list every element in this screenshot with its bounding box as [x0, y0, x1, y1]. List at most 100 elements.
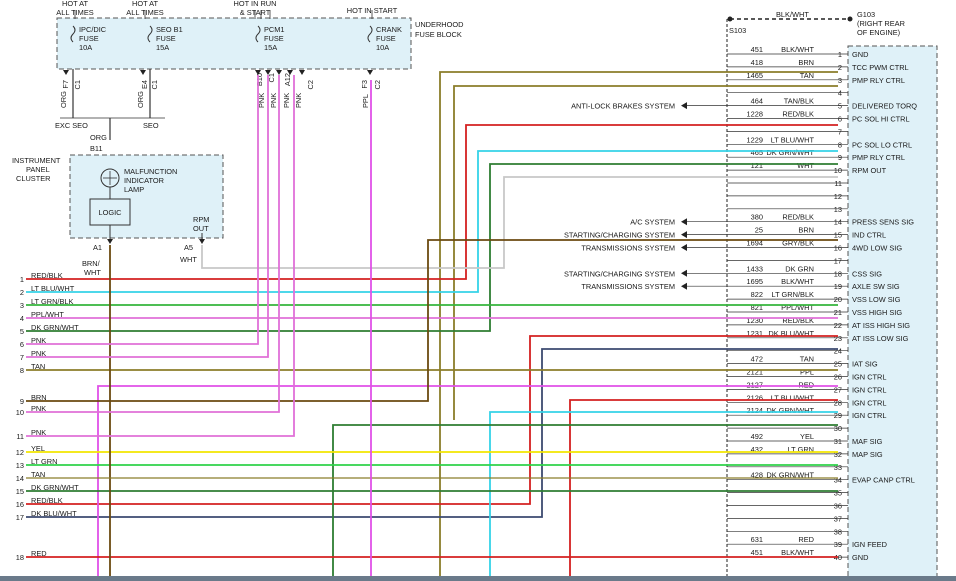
- circuit-number: 1230: [747, 316, 763, 325]
- pcm-pin-number: 25: [834, 360, 842, 369]
- wire-color-label: LT GRN/BLK: [772, 290, 815, 299]
- pin-label: B10: [255, 73, 264, 86]
- wire-color-label: RED/BLK: [31, 271, 63, 280]
- pin-label: C1: [150, 80, 159, 89]
- pcm-pin-name: PMP RLY CTRL: [852, 76, 905, 85]
- pcm-pin-name: IGN CTRL: [852, 385, 887, 394]
- circuit-number: 1228: [747, 110, 763, 119]
- pcm-pin-number: 11: [834, 179, 842, 188]
- pcm-pin-name: VSS HIGH SIG: [852, 308, 902, 317]
- left-pin-number: 1: [20, 275, 24, 284]
- left-pin-number: 12: [16, 448, 24, 457]
- wire-color-label: DK BLU/WHT: [768, 329, 814, 338]
- system-ref-label: TRANSMISSIONS SYSTEM: [581, 244, 675, 253]
- pcm-pin-number: 36: [834, 502, 842, 511]
- pin-label: A12: [283, 73, 292, 86]
- pcm-pin-number: 14: [834, 218, 842, 227]
- circuit-number: 821: [751, 303, 763, 312]
- left-pin-number: 13: [16, 461, 24, 470]
- ground-id-label: (RIGHT REAR: [857, 19, 905, 28]
- fuse-icon: [70, 25, 76, 43]
- connector-arrow: [107, 239, 113, 244]
- fuse-header-label: HOT AT: [132, 0, 158, 8]
- rpm-label: RPM: [193, 215, 209, 224]
- wire-color-label: RED/BLK: [782, 213, 814, 222]
- wire-dkgrn-wht-pin29: [332, 424, 838, 581]
- wire-pnk-row6: [26, 75, 259, 345]
- pin-label: C1: [73, 80, 82, 89]
- circuit-number: 1231: [747, 329, 763, 338]
- pcm-pin-number: 37: [834, 514, 842, 523]
- pcm-pin-name: MAP SIG: [852, 450, 883, 459]
- left-pin-number: 2: [20, 288, 24, 297]
- wire-color-label: WHT: [180, 255, 197, 264]
- wire-red-blk-pin22: [26, 335, 838, 505]
- wire-color-label: DK GRN/WHT: [766, 406, 814, 415]
- pcm-pin-name: PC SOL HI CTRL: [852, 115, 910, 124]
- left-pin-number: 18: [16, 553, 24, 562]
- pcm-pin-number: 18: [834, 269, 842, 278]
- wire-color-label: ORG: [90, 133, 107, 142]
- wire-color-label: ORG: [136, 91, 145, 108]
- fuse-block-label: FUSE BLOCK: [415, 30, 462, 39]
- circuit-number: 2126: [747, 393, 763, 402]
- system-arrow: [681, 269, 687, 277]
- wire-color-label: PPL/WHT: [781, 303, 814, 312]
- pcm-pin-number: 29: [834, 411, 842, 420]
- ground-id-label: OF ENGINE): [857, 28, 900, 37]
- seo-label: EXC SEO: [55, 121, 88, 130]
- pcm-pin-number: 16: [834, 244, 842, 253]
- pcm-pin-name: PMP RLY CTRL: [852, 153, 905, 162]
- pcm-pin-name: CSS SIG: [852, 269, 882, 278]
- left-pin-number: 17: [16, 513, 24, 522]
- wire-color-label: PNK: [31, 428, 46, 437]
- fuse-name-label: FUSE: [156, 34, 176, 43]
- ground-wire-label: BLK/WHT: [776, 10, 809, 19]
- pcm-pin-name: PC SOL LO CTRL: [852, 140, 912, 149]
- left-pin-number: 14: [16, 474, 24, 483]
- pcm-pin-number: 26: [834, 373, 842, 382]
- circuit-number: 1229: [747, 135, 763, 144]
- wire-color-label: PNK: [31, 404, 46, 413]
- left-pin-number: 9: [20, 397, 24, 406]
- wire-color-label: GRY/BLK: [782, 239, 814, 248]
- wire-color-label: PPL/WHT: [31, 310, 64, 319]
- underhood-fuse-block: [56, 17, 412, 70]
- pin-label: F7: [61, 80, 70, 89]
- pcm-pin-number: 33: [834, 463, 842, 472]
- lamp-label: LAMP: [124, 185, 144, 194]
- ground-id-label: G103: [857, 10, 875, 19]
- wire-dkblu-pin23: [26, 348, 838, 518]
- fuse-name-label: FUSE: [79, 34, 99, 43]
- wire-color-label: RED/BLK: [31, 496, 63, 505]
- wire-tan-pin3: [453, 85, 838, 420]
- wire-color-label: BLK/WHT: [781, 45, 814, 54]
- seo-label: SEO: [143, 121, 159, 130]
- splice-dot: [727, 16, 733, 22]
- wire-red-blk-pin6: [26, 124, 838, 280]
- pin-label: A1: [93, 243, 102, 252]
- pcm-pin-number: 1: [838, 50, 842, 59]
- wire-color-label: RED: [31, 549, 47, 558]
- pcm-pin-name: IND CTRL: [852, 231, 886, 240]
- pcm-pin-name: IGN FEED: [852, 540, 887, 549]
- pcm-pin-name: GND: [852, 553, 868, 562]
- pcm-pin-number: 27: [834, 385, 842, 394]
- pcm-pin-name: RPM OUT: [852, 166, 887, 175]
- system-arrow: [681, 244, 687, 251]
- system-ref-label: A/C SYSTEM: [630, 218, 675, 227]
- fuse-icon: [147, 25, 153, 43]
- system-ref-label: STARTING/CHARGING SYSTEM: [564, 231, 675, 240]
- connector-arrow: [287, 70, 293, 75]
- pcm-module-box: [847, 45, 938, 579]
- pcm-pin-number: 35: [834, 489, 842, 498]
- wire-color-label: PNK: [282, 93, 291, 108]
- pcm-pin-number: 21: [834, 308, 842, 317]
- bottom-strip: [0, 576, 956, 581]
- wire-color-label: RED/BLK: [782, 316, 814, 325]
- pcm-pin-number: 15: [834, 231, 842, 240]
- wire-color-label: DK GRN/WHT: [766, 471, 814, 480]
- circuit-number: 432: [751, 445, 763, 454]
- wire-color-label: TAN: [31, 470, 45, 479]
- wire-color-label: BRN: [798, 58, 814, 67]
